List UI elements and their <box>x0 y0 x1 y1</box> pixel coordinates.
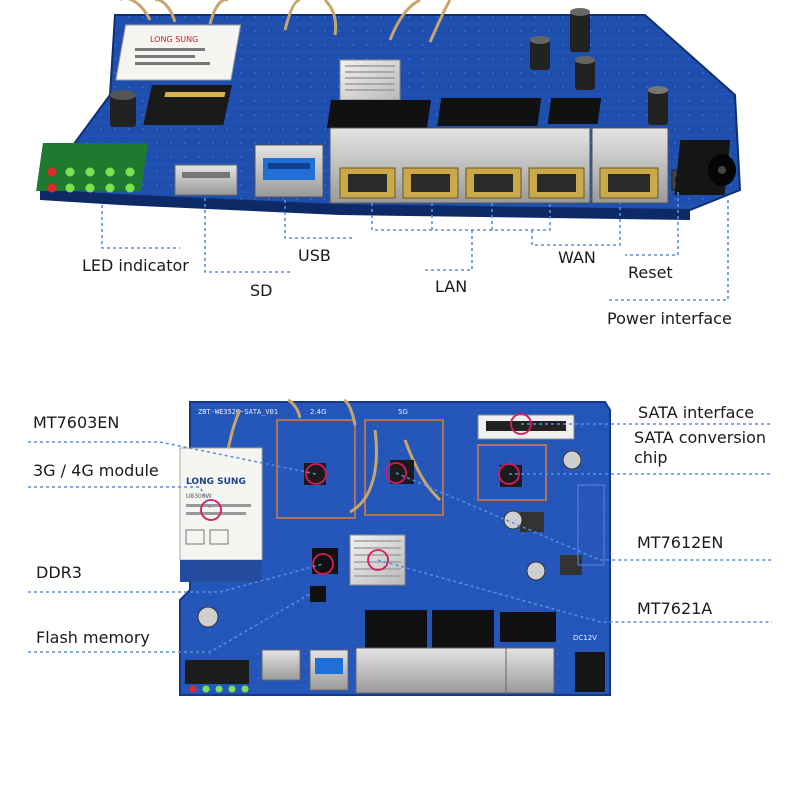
module-card: LONG SUNG U8300W <box>179 447 263 582</box>
bottom-board: ZBT-WE3526-SATA_V01 2.4G 5G LONG SU <box>179 398 611 696</box>
chip-icon <box>312 548 338 574</box>
label-lan: LAN <box>435 277 467 296</box>
label-led-indicator: LED indicator <box>82 256 189 275</box>
label-sata-interface: SATA interface <box>638 403 754 422</box>
chip-markers <box>200 413 532 575</box>
led-icon <box>185 660 249 693</box>
label-wan: WAN <box>558 248 596 267</box>
bottom-leader-lines <box>28 423 772 653</box>
top-leader-lines <box>101 192 729 301</box>
ethernet-port-icon <box>355 647 507 694</box>
dc-jack-icon <box>674 140 736 195</box>
capacitor-group <box>110 8 668 127</box>
label-ddr3: DDR3 <box>36 563 82 582</box>
led-icon <box>36 143 148 193</box>
ethernet-port-icon <box>329 127 669 204</box>
label-mt7612en: MT7612EN <box>637 533 723 552</box>
label-3g4g-module: 3G / 4G module <box>33 461 159 480</box>
antenna-cable-icon <box>120 0 452 43</box>
label-sata-conversion-chip: SATA conversion chip <box>634 428 767 467</box>
chip-icon <box>365 610 427 648</box>
dc-jack-icon <box>575 652 605 692</box>
label-mt7621a: MT7621A <box>637 599 712 618</box>
label-sd: SD <box>250 281 272 300</box>
antenna-cable-icon <box>226 398 442 514</box>
chip-icon <box>327 98 602 128</box>
band-5-silk: 5G <box>398 408 408 416</box>
module-model: U8300W <box>186 493 212 500</box>
heatsink-icon <box>339 59 401 101</box>
heatsink-icon <box>349 534 406 586</box>
label-power-interface: Power interface <box>607 309 732 328</box>
usb-port-icon <box>254 144 324 198</box>
ethernet-port-icon <box>505 647 555 694</box>
label-sata-conversion-chip-wrap: SATA conversion chip <box>634 428 767 467</box>
dc12v-silk: DC12V <box>573 634 597 642</box>
module-brand: LONG SUNG <box>186 477 246 487</box>
svg-text:LONG SUNG: LONG SUNG <box>150 35 198 44</box>
band-24-silk: 2.4G <box>310 408 327 416</box>
top-module: LONG SUNG <box>115 24 242 81</box>
sd-slot-icon <box>261 649 301 681</box>
chip-icon <box>432 610 494 648</box>
chip-icon <box>310 586 326 602</box>
chip-icon <box>500 612 556 642</box>
label-flash-memory: Flash memory <box>36 628 150 647</box>
label-usb: USB <box>298 246 331 265</box>
label-reset: Reset <box>628 263 673 282</box>
sd-slot-icon <box>174 164 238 196</box>
label-mt7603en: MT7603EN <box>33 413 119 432</box>
top-board: LONG SUNG <box>36 0 742 220</box>
